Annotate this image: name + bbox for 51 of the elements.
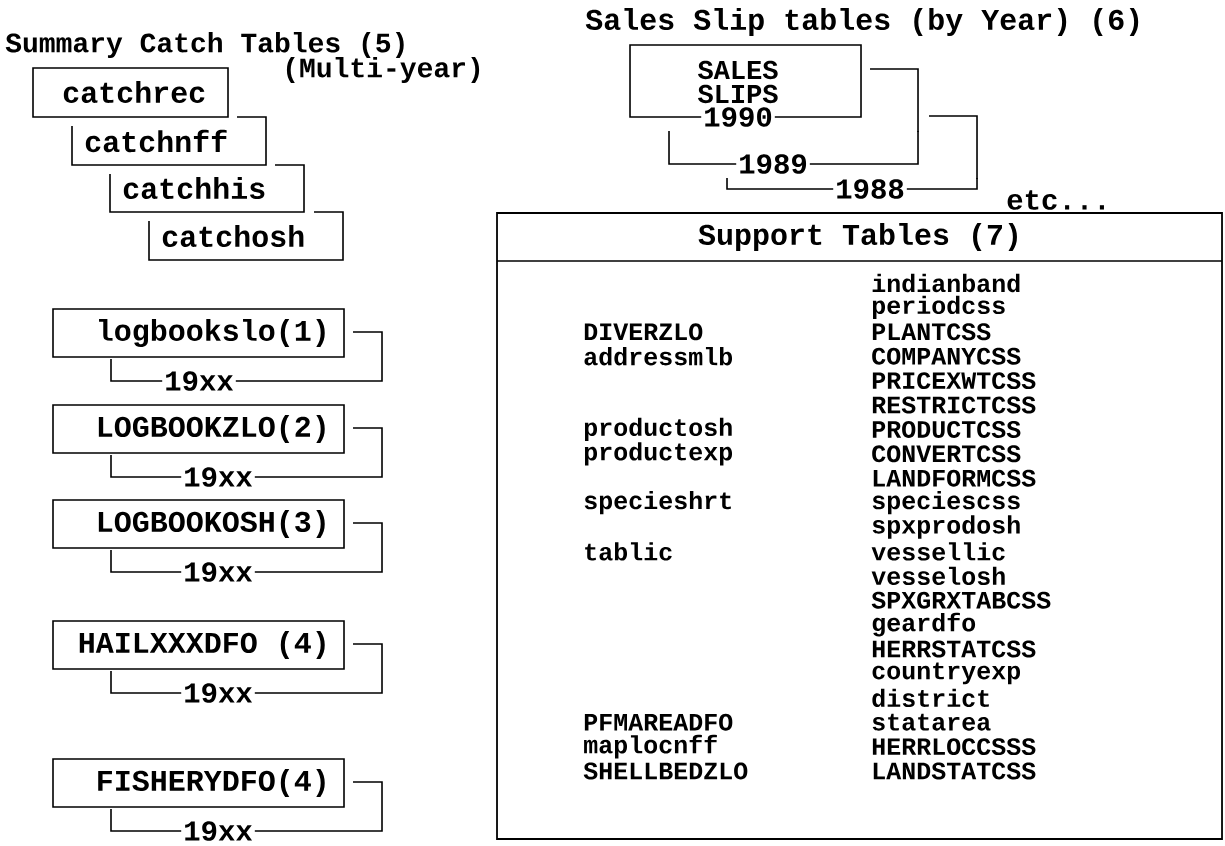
table-name: indianband xyxy=(872,273,1020,293)
table-outline: 1988 xyxy=(726,177,978,201)
table-name: HERRSTATCSS xyxy=(872,640,1036,658)
table-outline: catchosh xyxy=(148,211,344,261)
table-name: productexp xyxy=(584,442,733,466)
table-name: vessellic xyxy=(871,542,1005,561)
table-name: CONVERTCSS xyxy=(872,445,1021,463)
table-name: geardfo xyxy=(872,612,976,637)
node-label: 19xx xyxy=(185,683,253,703)
table-name: COMPANYCSS xyxy=(872,347,1021,365)
table-outline: 1989 xyxy=(668,130,919,176)
table-name: productosh xyxy=(584,417,732,442)
table-name: SPXGRXTABCSS xyxy=(871,591,1051,609)
table-box: HAILXXXDFO (4) xyxy=(52,620,345,670)
table-box: FISHERYDFO(4) xyxy=(52,758,345,808)
table-name: PLANTCSS xyxy=(872,323,991,341)
table-name: periodcss xyxy=(872,295,1005,320)
table-outline: catchhis xyxy=(109,164,305,213)
table-box: LOGBOOKOSH(3) xyxy=(52,499,345,549)
node-label: 19xx xyxy=(166,371,234,391)
table-name: RESTRICTCSS xyxy=(872,396,1036,414)
group-title: (Multi-year) xyxy=(286,56,480,84)
table-name: addressmlb xyxy=(584,347,733,366)
node-label: 1989 xyxy=(740,154,807,174)
table-name: tablic xyxy=(585,542,672,561)
table-box: SALES SLIPS 1990 xyxy=(629,44,862,129)
table-name: statarea xyxy=(872,713,991,731)
table-box: logbookslo(1) xyxy=(52,308,345,358)
table-name: district xyxy=(872,688,989,707)
table-name: spxprodosh xyxy=(872,515,1020,539)
table-name: SHELLBEDZLO xyxy=(583,762,748,780)
table-name: vesselosh xyxy=(871,566,1005,585)
table-name: specieshrt xyxy=(584,490,731,515)
table-name: PRICEXWTCSS xyxy=(872,372,1036,390)
table-name: LANDSTATCSS xyxy=(873,762,1036,780)
table-name: maplocnff xyxy=(584,734,717,759)
table-name: countryexp xyxy=(872,662,1021,685)
table-name: speciescss xyxy=(872,490,1020,515)
table-box: LOGBOOKZLO(2) xyxy=(52,404,345,454)
node-label: 19xx xyxy=(185,562,253,582)
table-outline: catchnff xyxy=(71,116,267,166)
table-name: HERRLOCCSSS xyxy=(872,738,1036,756)
table-name: DIVERZLO xyxy=(584,323,703,341)
table-name: PRODUCTCSS xyxy=(872,420,1021,438)
node-label: 19xx xyxy=(185,821,253,841)
table-name: PFMAREADFO xyxy=(584,713,733,731)
table-name: LANDFORMCSS xyxy=(873,469,1036,487)
node-label: 1988 xyxy=(837,179,904,199)
note-text: etc... xyxy=(1007,190,1104,210)
node-label: 19xx xyxy=(185,467,253,487)
table-box: catchrec xyxy=(32,67,229,118)
